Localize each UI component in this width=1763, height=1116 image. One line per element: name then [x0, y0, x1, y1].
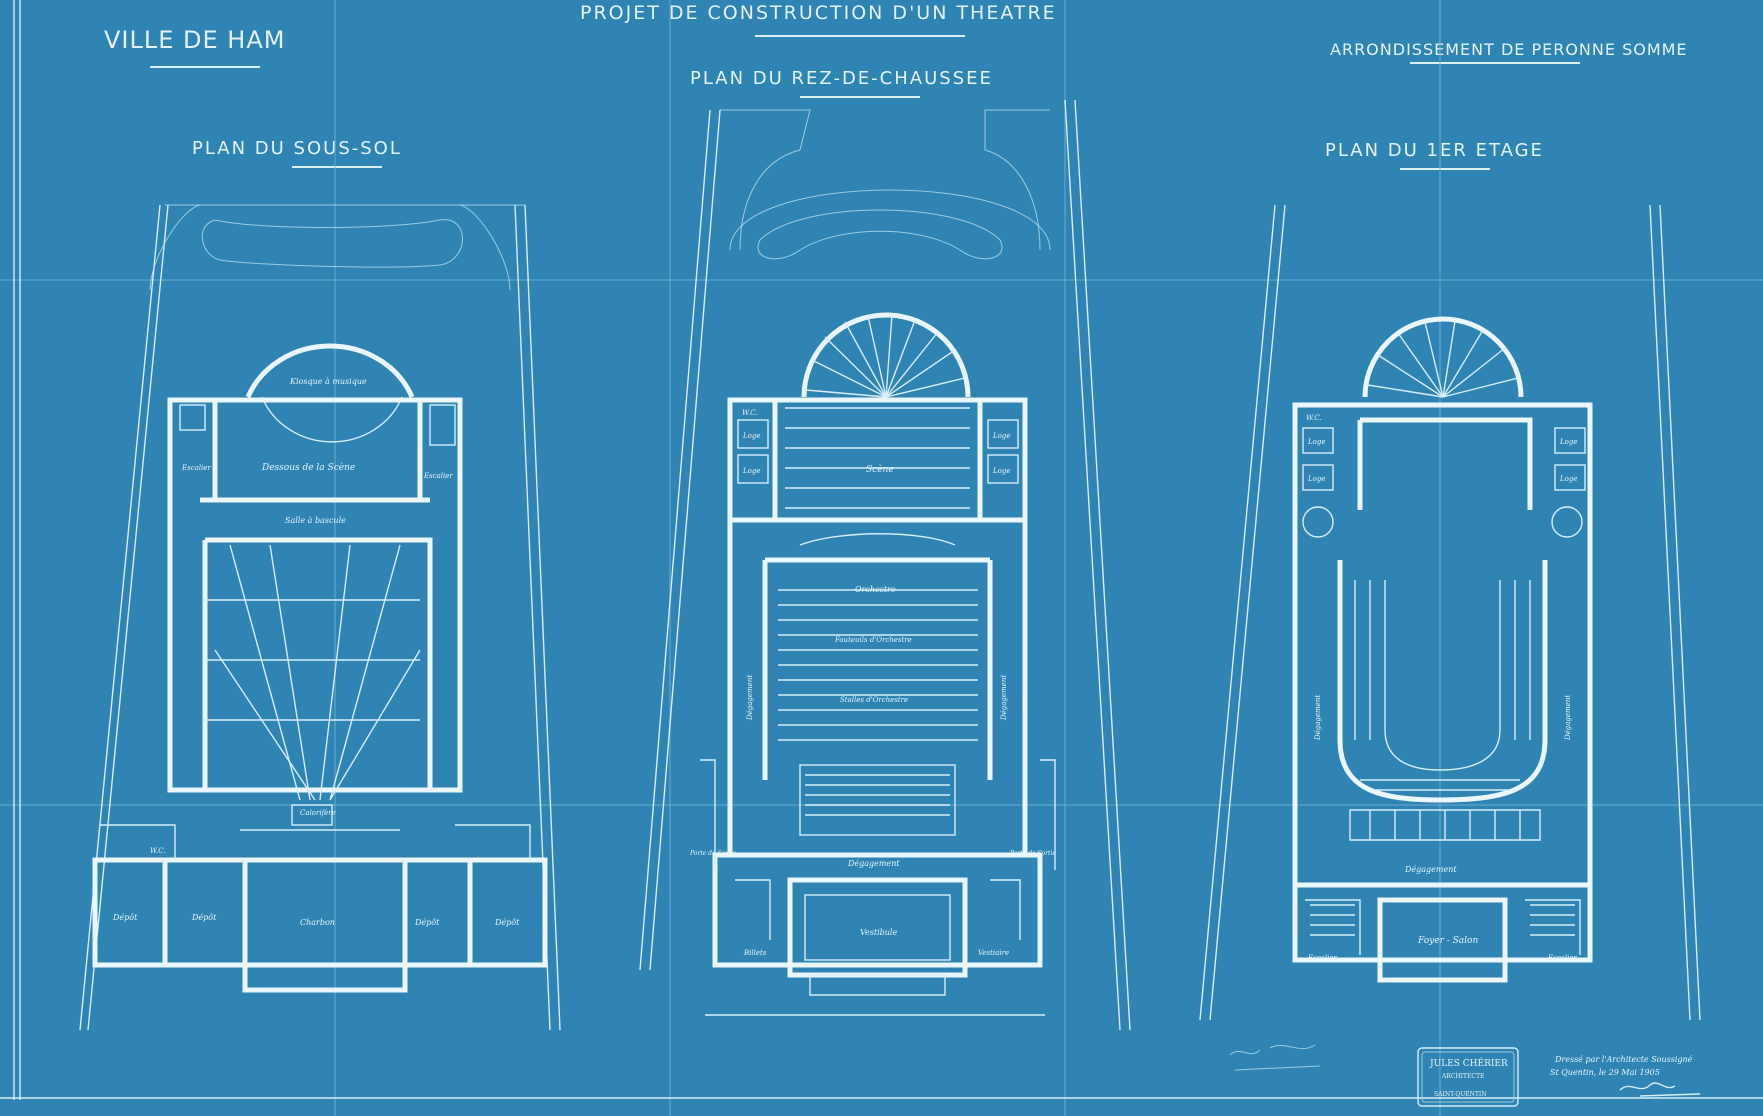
seating-rows [778, 589, 978, 741]
town-title: VILLE DE HAM [104, 26, 286, 54]
first-floor-title: PLAN DU 1er ETAGE [1325, 140, 1544, 161]
town-title-underline [150, 66, 260, 68]
label-wc-first: W.C. [1306, 414, 1322, 422]
label-degagement-ground-bottom: Dégagement [847, 859, 900, 868]
first-floor-labels: W.C. Loge Loge Loge Loge Dégagement Déga… [1306, 414, 1578, 962]
signature-note-line-2: St Quentin, le 29 Mai 1905 [1550, 1068, 1660, 1077]
label-depot-4: Dépôt [494, 918, 520, 927]
label-degagement-ground-left: Dégagement [746, 675, 754, 721]
label-loge-ground-l1: Loge [742, 432, 761, 440]
label-porte-right: Porte de Sortie [1009, 850, 1056, 857]
label-degagement-ground-right: Dégagement [1000, 675, 1008, 721]
label-loge-ground-r2: Loge [992, 467, 1011, 475]
basement-plan [79, 204, 561, 1031]
label-loge-ground-l2: Loge [742, 467, 761, 475]
ground-floor-labels: W.C. Loge Loge Loge Loge Scène Orchestre… [689, 409, 1056, 957]
label-depot-2: Dépôt [191, 913, 217, 922]
label-loge-ground-r1: Loge [992, 432, 1011, 440]
label-degagement-first-right: Dégagement [1564, 695, 1572, 741]
ground-floor-title-underline [800, 96, 920, 98]
label-fauteuils: Fauteuils d'Orchestre [834, 636, 912, 644]
label-billets: Billets [743, 949, 767, 957]
label-salle-bascule: Salle à bascule [285, 516, 346, 525]
label-wc-ground: W.C. [742, 409, 758, 417]
label-vestiaire: Vestiaire [978, 949, 1009, 957]
label-kiosque: Kiosque à musique [289, 377, 367, 386]
ground-floor-plan [639, 99, 1131, 1031]
fan-stair-rays-first [1367, 320, 1519, 398]
label-dessous-scene: Dessous de la Scène [261, 462, 355, 473]
architect-stamp: JULES CHÉRIER ARCHITECTE SAINT-QUENTIN [1417, 1047, 1519, 1107]
ground-floor-title: PLAN DU REZ-DE-CHAUSSEE [690, 68, 993, 89]
signature-note-line-1: Dressé par l'Architecte Soussigné [1554, 1055, 1693, 1064]
label-loge-first-r1: Loge [1559, 438, 1578, 446]
label-escalier-first-right: Escalier [1547, 954, 1577, 962]
label-loge-first-l1: Loge [1307, 438, 1326, 446]
stamp-line-1: JULES CHÉRIER [1429, 1057, 1508, 1069]
label-porte-left: Porte de Sortie [689, 850, 736, 857]
label-escalier-first-left: Escalier [1307, 954, 1337, 962]
label-depot-1: Dépôt [112, 913, 138, 922]
basement-labels: Kiosque à musique Dessous de la Scène Es… [112, 377, 520, 927]
fan-stair-rays [805, 314, 966, 398]
basement-title-underline [292, 166, 382, 168]
first-floor-title-underline [1400, 168, 1490, 170]
main-title-underline [755, 35, 965, 37]
label-escalier-basement-left: Escalier [181, 464, 211, 472]
district-title: ARRONDISSEMENT DE PERONNE SOMME [1330, 40, 1688, 59]
label-vestibule: Vestibule [860, 928, 897, 937]
label-loge-first-r2: Loge [1559, 475, 1578, 483]
label-stalles: Stalles d'Orchestre [840, 696, 908, 704]
label-orchestre: Orchestre [855, 585, 896, 594]
handwritten-signature [1619, 1082, 1701, 1097]
basement-title: PLAN DU SOUS-SOL [192, 138, 402, 159]
stamp-line-3: SAINT-QUENTIN [1434, 1091, 1487, 1098]
signature-note: Dressé par l'Architecte Soussigné St Que… [1229, 1044, 1701, 1097]
label-loge-first-l2: Loge [1307, 475, 1326, 483]
label-escalier-basement-right: Escalier [423, 472, 453, 480]
label-degagement-first-left: Dégagement [1314, 695, 1322, 741]
district-title-underline [1410, 62, 1580, 64]
label-foyer-salon: Foyer - Salon [1417, 936, 1478, 946]
first-floor-plan [1199, 204, 1701, 1021]
pencil-scribble [1229, 1044, 1321, 1071]
label-scene: Scène [866, 464, 894, 475]
stamp-line-2: ARCHITECTE [1441, 1073, 1484, 1080]
label-depot-3: Dépôt [414, 918, 440, 927]
main-title: PROJET DE CONSTRUCTION D'UN THEATRE [580, 2, 1057, 24]
label-calorifere: Calorifère [300, 809, 336, 817]
label-charbon: Charbon [300, 918, 335, 927]
label-wc-basement: W.C. [150, 847, 166, 855]
label-degagement-first-bottom: Dégagement [1404, 865, 1457, 874]
